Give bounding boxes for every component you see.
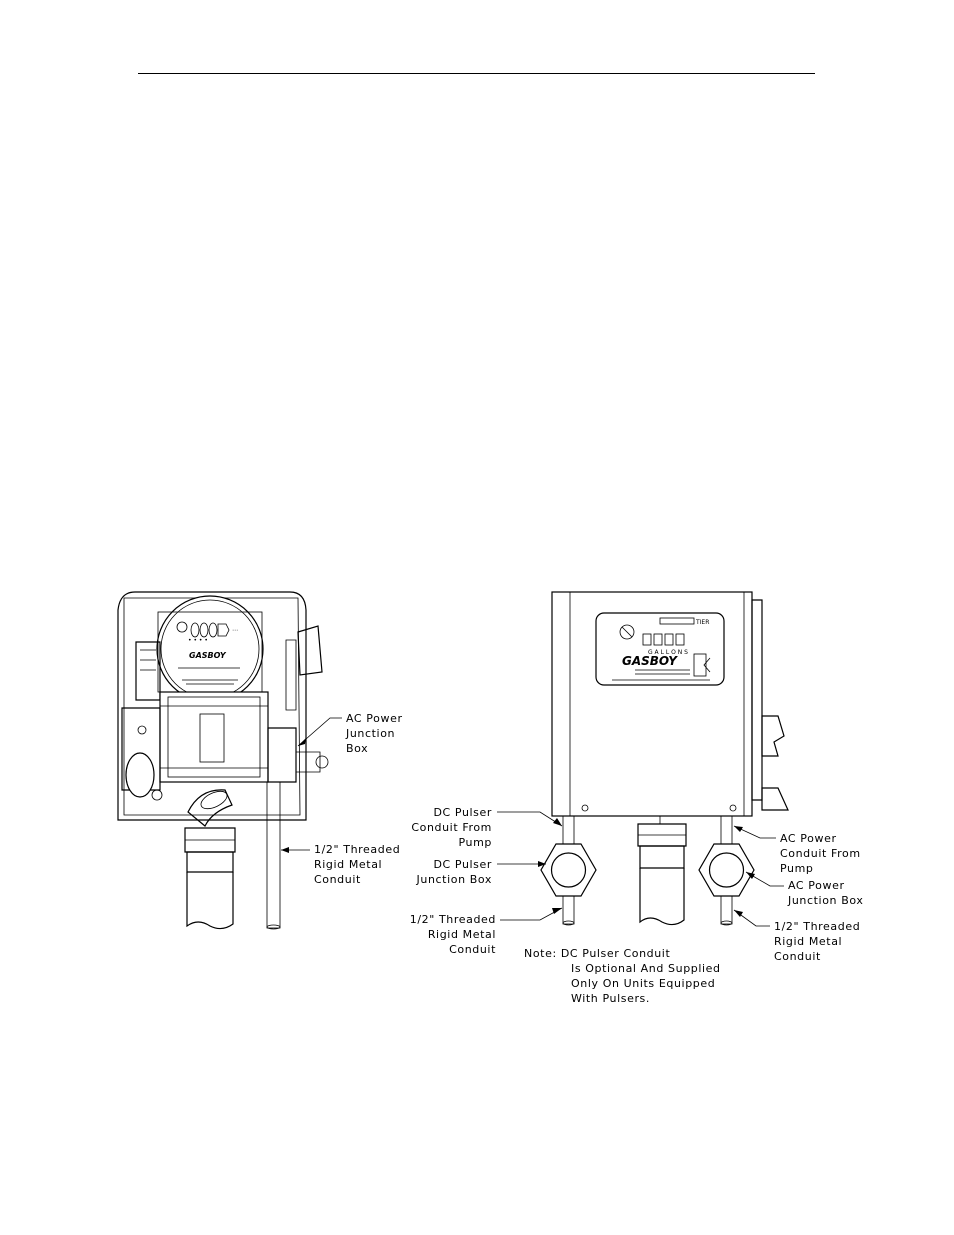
svg-text:Conduit From: Conduit From	[780, 847, 861, 860]
svg-text:AC Power: AC Power	[788, 879, 845, 892]
svg-text:AC Power: AC Power	[780, 832, 837, 845]
left-pump-unit: ⋯ • • • • GASBOY	[117, 591, 329, 930]
svg-text:• • • •: • • • •	[188, 637, 208, 644]
svg-text:1/2" Threaded: 1/2" Threaded	[774, 920, 860, 933]
dc-pulser-box-label: DC Pulser Junction Box	[416, 858, 546, 886]
ac-power-conduit-label: AC Power Conduit From Pump	[733, 825, 861, 875]
svg-text:TIER: TIER	[695, 619, 709, 626]
svg-text:Only On Units Equipped: Only On Units Equipped	[571, 977, 715, 990]
svg-text:Conduit: Conduit	[314, 873, 361, 886]
svg-text:Junction Box: Junction Box	[416, 873, 492, 886]
ac-power-box-label: AC Power Junction Box	[745, 871, 863, 907]
svg-text:G A L L O N S: G A L L O N S	[648, 649, 688, 656]
right-brand-logo: GASBOY	[622, 654, 678, 668]
svg-text:Junction: Junction	[345, 727, 395, 740]
svg-text:Box: Box	[346, 742, 368, 755]
svg-text:Rigid Metal: Rigid Metal	[774, 935, 842, 948]
svg-text:AC Power: AC Power	[346, 712, 403, 725]
svg-text:Is Optional And Supplied: Is Optional And Supplied	[571, 962, 721, 975]
left-threaded-conduit-label: 1/2" Threaded Rigid Metal Conduit	[410, 907, 563, 956]
dc-pulser-conduit-label: DC Pulser Conduit From Pump	[411, 806, 563, 849]
svg-text:Conduit: Conduit	[774, 950, 821, 963]
left-conduit-label: 1/2" Threaded Rigid Metal Conduit	[281, 843, 400, 886]
header-rule	[138, 73, 815, 74]
svg-text:With Pulsers.: With Pulsers.	[571, 992, 650, 1005]
svg-text:Conduit From: Conduit From	[411, 821, 492, 834]
svg-text:Pump: Pump	[458, 836, 492, 849]
left-ac-power-label: AC Power Junction Box	[297, 712, 403, 755]
right-threaded-conduit-label: 1/2" Threaded Rigid Metal Conduit	[733, 909, 860, 963]
svg-text:Rigid Metal: Rigid Metal	[428, 928, 496, 941]
right-pump-unit: TIER G A L L O N S GASBOY	[540, 591, 789, 926]
svg-text:1/2" Threaded: 1/2" Threaded	[410, 913, 496, 926]
svg-text:Rigid Metal: Rigid Metal	[314, 858, 382, 871]
svg-text:⋯: ⋯	[232, 627, 238, 634]
svg-text:1/2" Threaded: 1/2" Threaded	[314, 843, 400, 856]
pulser-note: Note: DC Pulser Conduit Is Optional And …	[524, 947, 721, 1005]
svg-text:Note: DC Pulser Conduit: Note: DC Pulser Conduit	[524, 947, 670, 960]
svg-text:DC Pulser: DC Pulser	[433, 858, 492, 871]
left-brand-logo: GASBOY	[189, 651, 227, 660]
svg-text:Pump: Pump	[780, 862, 814, 875]
svg-text:DC Pulser: DC Pulser	[433, 806, 492, 819]
svg-text:Conduit: Conduit	[449, 943, 496, 956]
svg-text:Junction Box: Junction Box	[787, 894, 863, 907]
